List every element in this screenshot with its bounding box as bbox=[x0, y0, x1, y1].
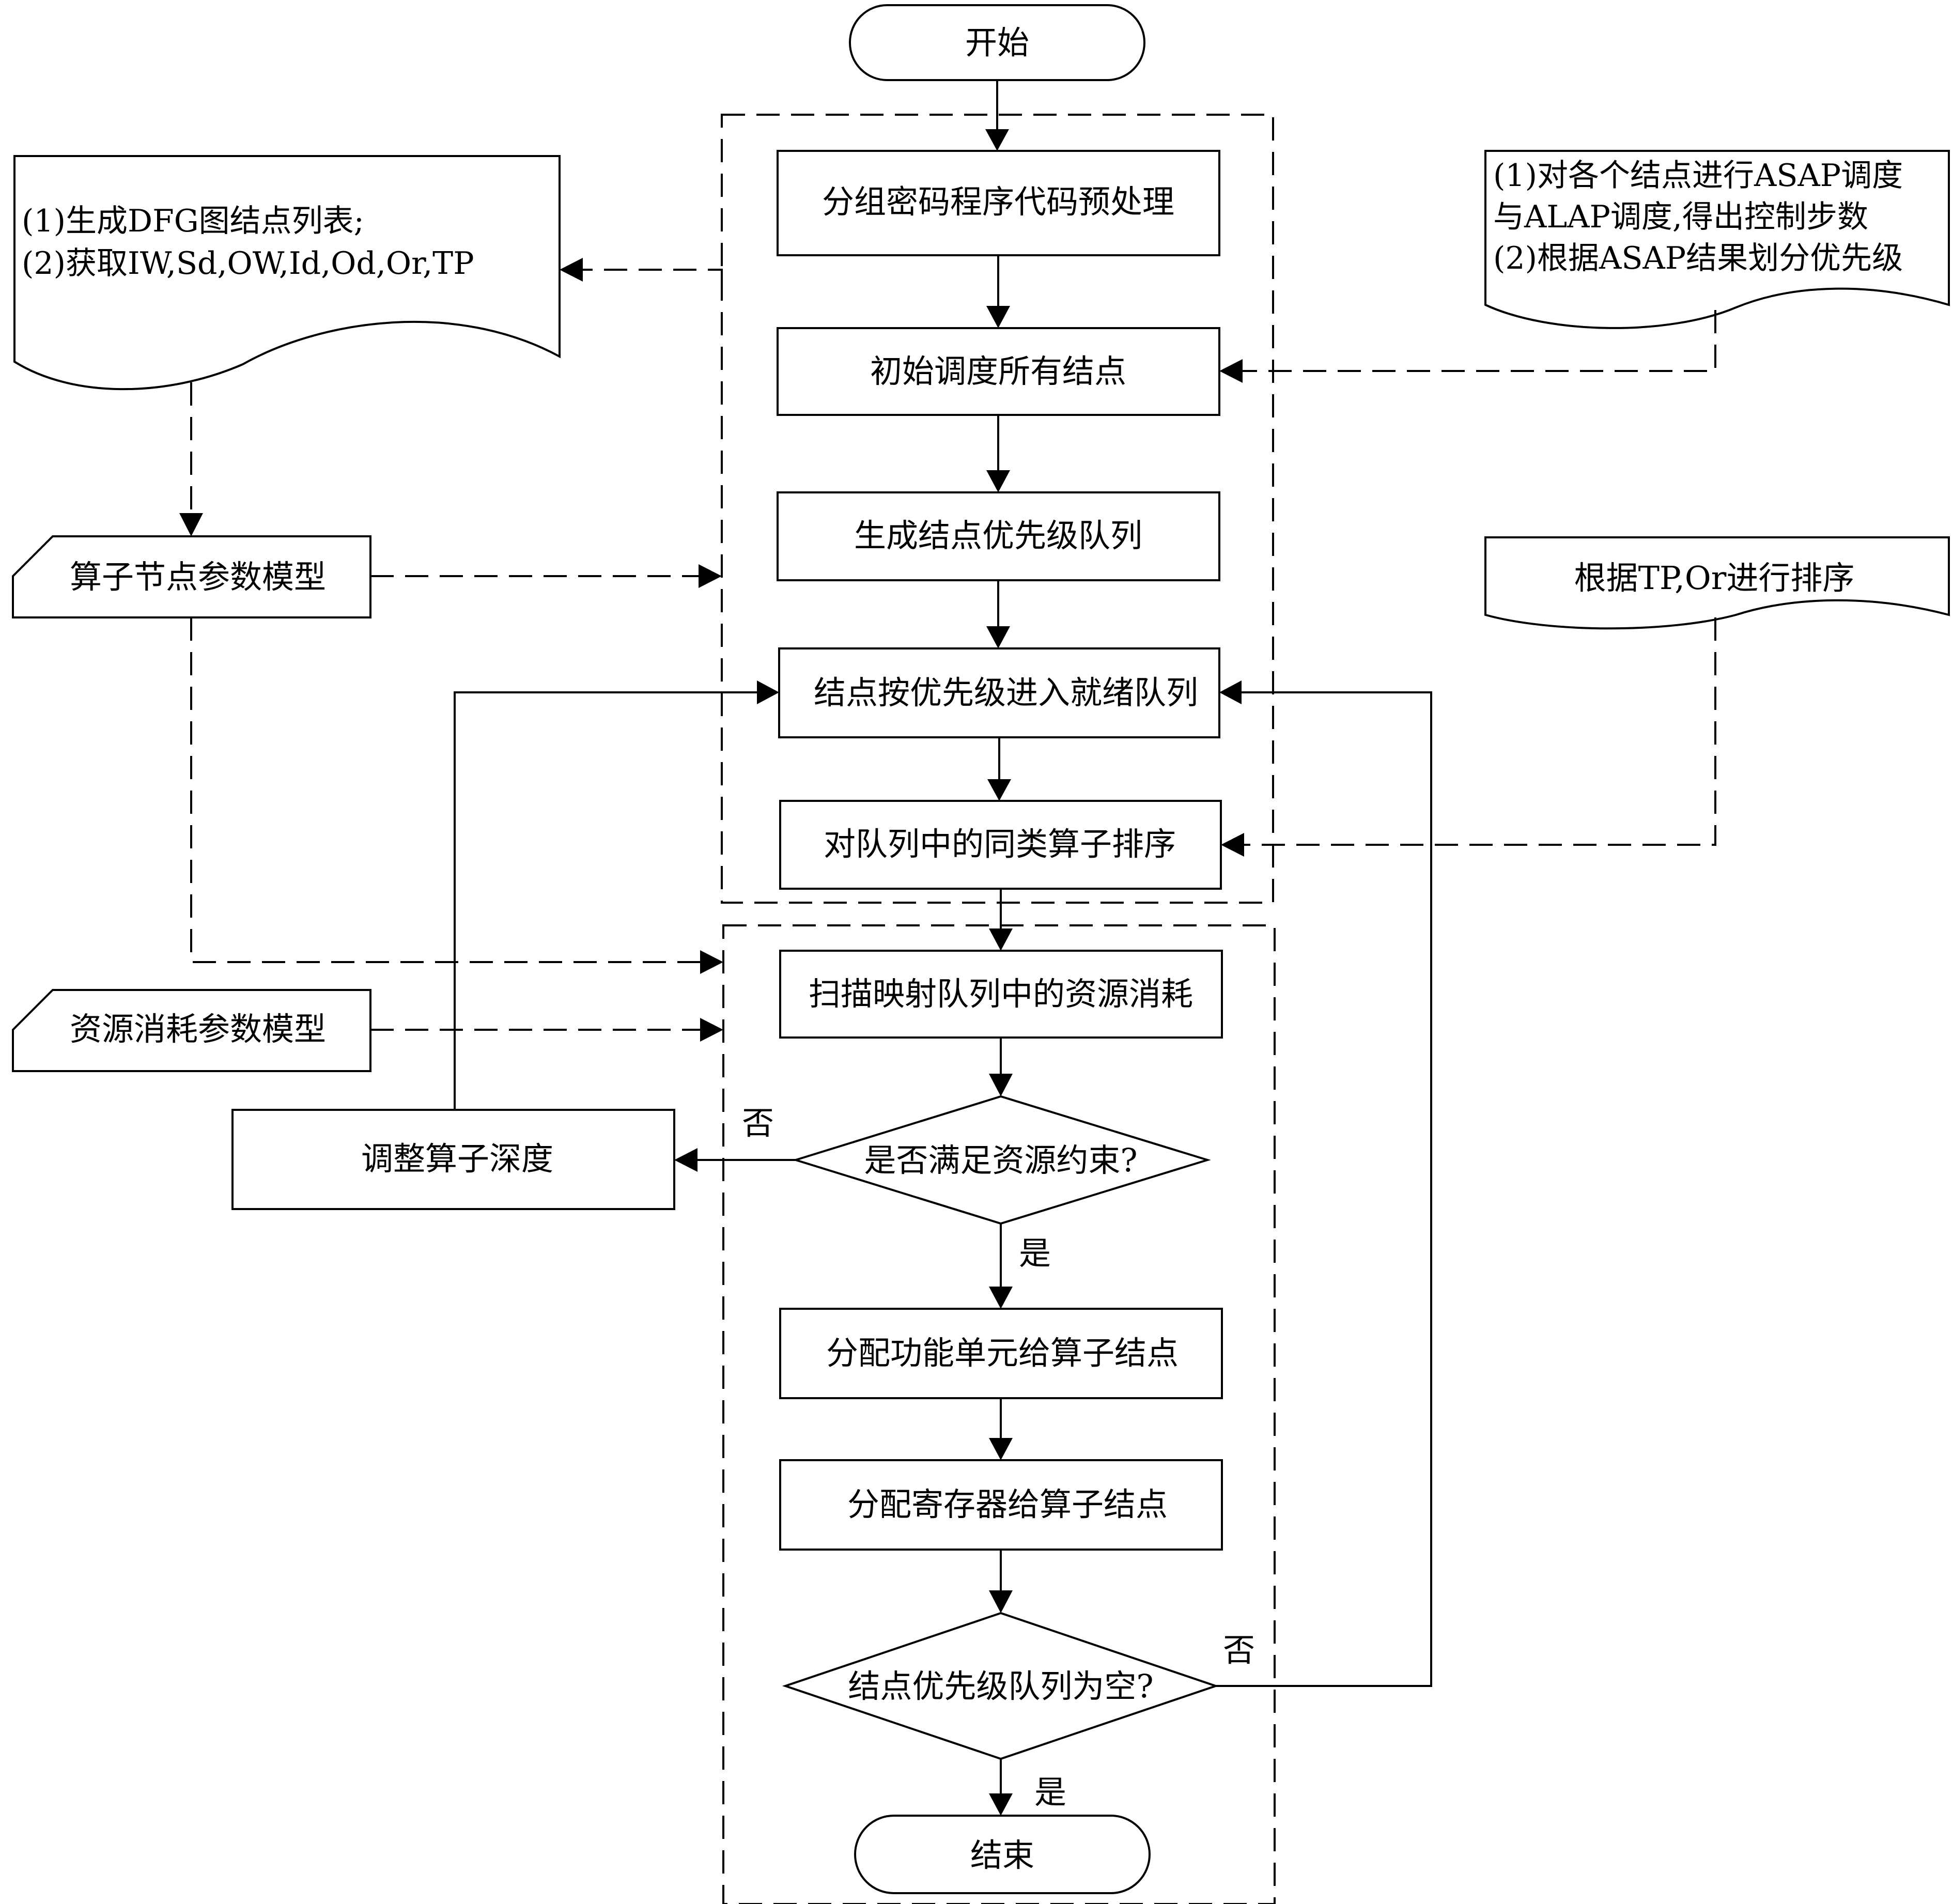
assign-reg-box: 分配寄存器给算子结点 bbox=[779, 1459, 1223, 1551]
queue-empty-yes-label: 是 bbox=[1034, 1773, 1066, 1811]
resource-yes-label: 是 bbox=[1019, 1234, 1051, 1272]
upper-dashed-group bbox=[721, 114, 1274, 904]
queue-empty-decision: 结点优先级队列为空? bbox=[782, 1612, 1219, 1760]
priority-queue-label: 生成结点优先级队列 bbox=[854, 517, 1142, 554]
dashed-arrowheads bbox=[179, 258, 1244, 1042]
ready-queue-box: 结点按优先级进入就绪队列 bbox=[778, 647, 1220, 738]
queue-empty-no-label: 否 bbox=[1223, 1631, 1255, 1669]
res-model-card: 资源消耗参数模型 bbox=[12, 989, 371, 1072]
lower-dashed-group bbox=[722, 924, 1276, 1904]
start-terminal: 开始 bbox=[849, 4, 1145, 81]
sort-note-document: 根据TP,Or进行排序 bbox=[1484, 536, 1950, 630]
dashed-connectors bbox=[190, 269, 1716, 1031]
adjust-depth-box: 调整算子深度 bbox=[231, 1109, 675, 1210]
start-label: 开始 bbox=[965, 24, 1029, 61]
op-model-card: 算子节点参数模型 bbox=[12, 535, 371, 618]
assign-fu-label: 分配功能单元给算子结点 bbox=[826, 1334, 1179, 1372]
assign-fu-box: 分配功能单元给算子结点 bbox=[779, 1308, 1223, 1399]
preprocess-label: 分组密码程序代码预处理 bbox=[822, 183, 1174, 221]
sort-box: 对队列中的同类算子排序 bbox=[779, 800, 1222, 890]
sort-note-label: 根据TP,Or进行排序 bbox=[1574, 559, 1855, 597]
resource-decision: 是否满足资源约束? bbox=[792, 1095, 1211, 1225]
asap-note-document: (1)对各个结点进行ASAP调度 与ALAP调度,得出控制步数 (2)根据ASA… bbox=[1484, 150, 1950, 329]
priority-queue-box: 生成结点优先级队列 bbox=[777, 491, 1220, 581]
asap-note-line3: (2)根据ASAP结果划分优先级 bbox=[1493, 240, 1903, 276]
scan-resource-label: 扫描映射队列中的资源消耗 bbox=[809, 975, 1193, 1013]
scan-resource-box: 扫描映射队列中的资源消耗 bbox=[779, 950, 1223, 1039]
asap-note-line1: (1)对各个结点进行ASAP调度 bbox=[1493, 158, 1903, 194]
adjust-depth-label: 调整算子深度 bbox=[361, 1140, 553, 1178]
assign-reg-label: 分配寄存器给算子结点 bbox=[847, 1485, 1168, 1523]
res-model-label: 资源消耗参数模型 bbox=[70, 1010, 326, 1048]
end-label: 结束 bbox=[970, 1836, 1034, 1874]
flow-connectors bbox=[454, 80, 1432, 1793]
dfg-note-line1: (1)生成DFG图结点列表; bbox=[22, 203, 364, 239]
resource-no-label: 否 bbox=[742, 1104, 774, 1142]
op-model-label: 算子节点参数模型 bbox=[70, 558, 326, 596]
preprocess-box: 分组密码程序代码预处理 bbox=[777, 150, 1220, 256]
sort-label: 对队列中的同类算子排序 bbox=[824, 825, 1176, 863]
end-terminal: 结束 bbox=[854, 1815, 1151, 1894]
flow-arrowheads bbox=[674, 129, 1242, 1816]
init-schedule-label: 初始调度所有结点 bbox=[870, 352, 1126, 390]
dfg-note-document: (1)生成DFG图结点列表; (2)获取IW,Sd,OW,Id,Od,Or,TP bbox=[13, 155, 561, 391]
asap-note-line2: 与ALAP调度,得出控制步数 bbox=[1493, 199, 1868, 235]
init-schedule-box: 初始调度所有结点 bbox=[777, 327, 1220, 416]
dfg-note-line2: (2)获取IW,Sd,OW,Id,Od,Or,TP bbox=[22, 245, 474, 282]
resource-decision-label: 是否满足资源约束? bbox=[864, 1141, 1137, 1179]
queue-empty-label: 结点优先级队列为空? bbox=[848, 1667, 1153, 1705]
ready-queue-label: 结点按优先级进入就绪队列 bbox=[814, 674, 1198, 711]
